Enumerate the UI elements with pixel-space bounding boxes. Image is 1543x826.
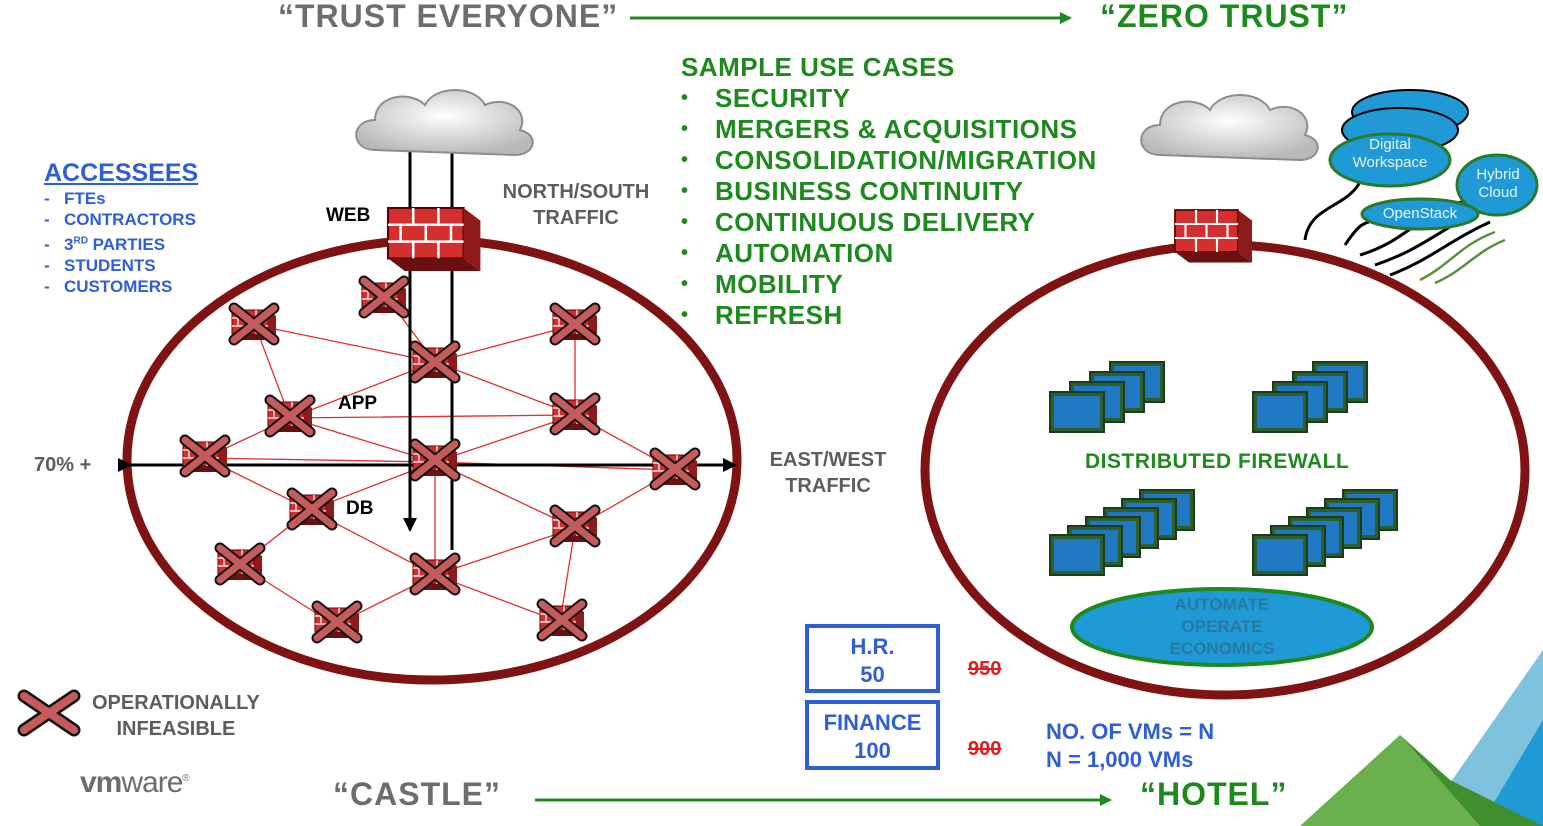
- x-mark-icon: [413, 558, 457, 590]
- cloud-icon: [355, 89, 534, 157]
- use-cases-block: SAMPLE USE CASES SECURITY MERGERS & ACQU…: [679, 52, 1097, 331]
- x-mark-icon: [413, 346, 457, 378]
- title-castle: “CASTLE”: [333, 776, 501, 812]
- legend-label: OPERATIONALLY INFEASIBLE: [92, 692, 260, 740]
- cloud-icon: [1328, 89, 1539, 231]
- x-mark-icon: [553, 308, 597, 340]
- accessees-title: ACCESSEES: [44, 159, 199, 187]
- hr-struck-count: 950: [968, 658, 1002, 680]
- vm-screen-icon: [1253, 490, 1397, 575]
- vmware-logo: vmvmwareware®: [80, 766, 190, 799]
- vm-screen-icon: [1050, 362, 1164, 432]
- cloud-hybrid-label: Hybrid Cloud: [1476, 166, 1520, 201]
- accessee-item: -FTEs: [44, 189, 106, 208]
- x-mark-icon: [218, 548, 262, 580]
- x-mark-icon: [362, 281, 406, 313]
- accessee-item: -STUDENTS: [44, 255, 156, 275]
- use-case-item: MOBILITY: [679, 269, 1097, 300]
- firewall-icon: [386, 206, 482, 273]
- firewall-icon: [1173, 208, 1254, 264]
- accessee-item: -CONTRACTORS: [44, 210, 196, 229]
- app-tier-label: APP: [338, 393, 378, 414]
- use-case-item: REFRESH: [679, 300, 1097, 331]
- x-mark-icon: [653, 453, 697, 485]
- percent-label: 70% +: [34, 454, 92, 476]
- north-south-label: NORTH/SOUTH TRAFFIC: [502, 181, 650, 229]
- finance-struck-count: 900: [968, 738, 1002, 760]
- use-case-item: MERGERS & ACQUISITIONS: [679, 114, 1097, 145]
- automate-ellipse: [1070, 587, 1374, 667]
- x-mark-icon: [17, 689, 81, 737]
- finance-segment-box: FINANCE 100: [805, 700, 940, 770]
- title-hotel: “HOTEL”: [1140, 776, 1288, 812]
- use-case-item: AUTOMATION: [679, 238, 1097, 269]
- x-mark-icon: [315, 606, 359, 638]
- x-mark-icon: [553, 398, 597, 430]
- use-case-item: SECURITY: [679, 83, 1097, 114]
- x-mark-icon: [290, 493, 334, 525]
- db-tier-label: DB: [346, 498, 374, 519]
- vm-count-label: NO. OF VMs = N N = 1,000 VMs: [1046, 719, 1215, 772]
- hr-segment-box: H.R. 50: [805, 624, 940, 693]
- title-trust-everyone: “TRUST EVERYONE”: [278, 0, 619, 34]
- title-zero-trust: “ZERO TRUST”: [1100, 0, 1349, 34]
- x-mark-icon: [413, 444, 457, 476]
- east-west-label: EAST/WEST TRAFFIC: [769, 449, 887, 497]
- use-case-item: BUSINESS CONTINUITY: [679, 176, 1097, 207]
- distributed-firewall-label: DISTRIBUTED FIREWALL: [1085, 450, 1350, 473]
- cloud-icon: [1140, 94, 1319, 162]
- x-mark-icon: [540, 604, 584, 636]
- x-mark-icon: [183, 440, 227, 472]
- x-mark-icon: [232, 308, 276, 340]
- accessee-item: -CUSTOMERS: [44, 276, 173, 296]
- vm-screen-icon: [1050, 490, 1194, 575]
- cloud-digital-workspace-label: Digital Workspace: [1352, 136, 1428, 171]
- cloud-openstack-label: OpenStack: [1382, 205, 1458, 222]
- accessee-item: -3RD PARTIES: [44, 234, 166, 254]
- accessees-block: ACCESSEES -FTEs -CONTRACTORS -3RD PARTIE…: [44, 158, 198, 297]
- use-case-item: CONTINUOUS DELIVERY: [679, 207, 1097, 238]
- x-mark-icon: [553, 510, 597, 542]
- x-mark-icon: [268, 400, 312, 432]
- use-case-item: CONSOLIDATION/MIGRATION: [679, 145, 1097, 176]
- use-cases-title: SAMPLE USE CASES: [681, 52, 955, 82]
- vm-screen-icon: [1253, 362, 1367, 432]
- automate-label: AUTOMATE OPERATE ECONOMICS: [1169, 595, 1275, 658]
- corner-decoration: [1300, 650, 1543, 826]
- web-tier-label: WEB: [326, 205, 371, 226]
